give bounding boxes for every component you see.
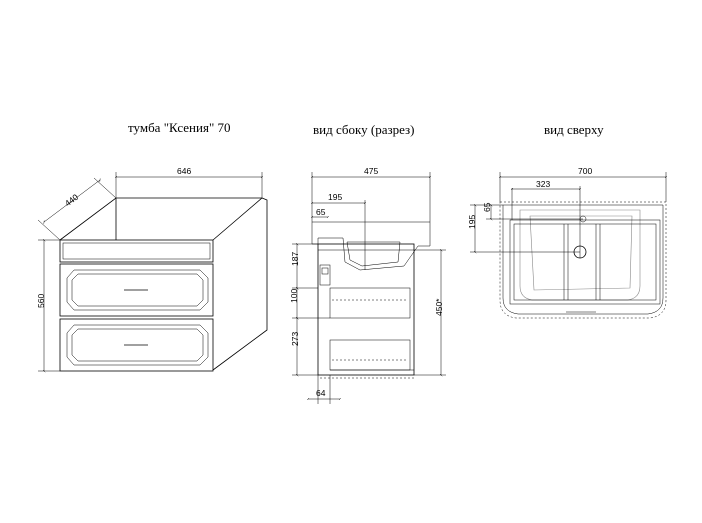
dim-top-195: 195 (467, 215, 477, 229)
basin-section (311, 221, 431, 271)
dim-top-323: 323 (536, 179, 550, 189)
dim-front-height: 560 (36, 294, 46, 308)
dim-top-65: 65 (482, 202, 492, 212)
top-view-title: вид сверху (544, 122, 604, 137)
dim-top-width: 700 (578, 166, 592, 176)
front-view: 646 440 560 (36, 166, 268, 372)
dim-side-65: 65 (316, 207, 326, 217)
dim-front-width: 646 (177, 166, 191, 176)
dim-side-depth: 475 (364, 166, 378, 176)
side-cabinet (317, 243, 415, 376)
drawer-top (59, 263, 214, 317)
front-view-title: тумба "Ксения" 70 (128, 120, 231, 135)
top-view-outline (499, 201, 667, 319)
top-view: 700 323 65 195 (467, 166, 667, 319)
dim-side-187: 187 (290, 252, 300, 266)
dim-side-273: 273 (290, 332, 300, 346)
dim-side-450: 450* (434, 298, 444, 316)
side-view: 475 195 65 187 100 273 64 450* (289, 166, 446, 404)
cabinet-side-panel (212, 197, 268, 371)
drawer-bottom (59, 318, 214, 372)
dim-side-100: 100 (289, 289, 299, 303)
dim-side-64: 64 (316, 388, 326, 398)
dim-side-195: 195 (328, 192, 342, 202)
side-view-title: вид сбоку (разрез) (313, 122, 415, 137)
cabinet-top (59, 239, 214, 263)
